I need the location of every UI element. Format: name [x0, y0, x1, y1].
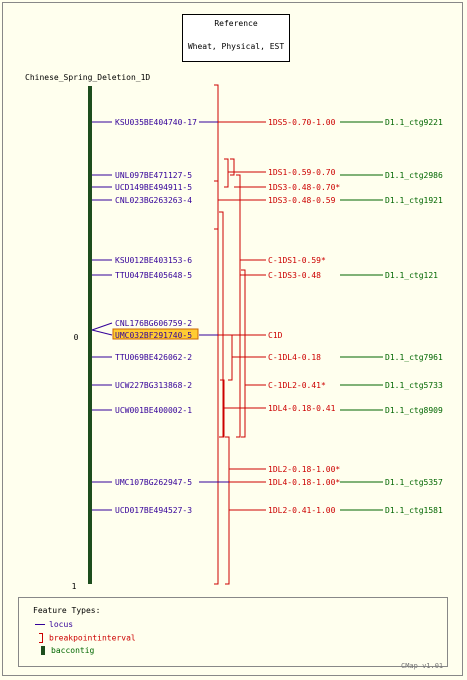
interval-label[interactable]: C-1DL2-0.41*	[268, 381, 326, 390]
axis-start-label: 0	[74, 333, 79, 342]
contig-label[interactable]: D1.1_ctg1921	[385, 196, 443, 205]
locus-label[interactable]: UMC032BF291740-5	[115, 331, 192, 340]
map-title[interactable]: Chinese_Spring_Deletion_1D	[25, 73, 151, 82]
locus-label[interactable]: TTU047BE405648-5	[115, 271, 192, 280]
breakpoint-bracket	[214, 180, 219, 585]
interval-label[interactable]: 1DL2-0.18-1.00*	[268, 465, 340, 474]
breakpoint-bracket	[241, 269, 246, 438]
chromosome-bar	[88, 86, 92, 584]
interval-label[interactable]: C-1DS1-0.59*	[268, 256, 326, 265]
locus-label[interactable]: UCW001BE400002-1	[115, 406, 192, 415]
breakpoint-bracket	[214, 84, 219, 230]
locus-label[interactable]: UCW227BG313868-2	[115, 381, 192, 390]
legend-item-breakpointinterval: breakpointinterval	[35, 633, 136, 643]
locus-label[interactable]: CNL023BG263263-4	[115, 196, 192, 205]
breakpoint-bracket	[219, 211, 224, 438]
contig-label[interactable]: D1.1_ctg121	[385, 271, 438, 280]
contig-label[interactable]: D1.1_ctg9221	[385, 118, 443, 127]
legend-item-locus: locus	[35, 620, 73, 629]
locus-highlight	[112, 328, 199, 340]
breakpoint-bracket	[236, 174, 241, 438]
legend-item-baccontig: baccontig	[35, 646, 94, 655]
version-label: CMap v1.01	[401, 662, 444, 670]
breakpoint-bracket	[228, 334, 233, 381]
interval-label[interactable]: 1DS1-0.59-0.70	[268, 168, 336, 177]
contig-label[interactable]: D1.1_ctg8909	[385, 406, 443, 415]
bracket-icon	[39, 633, 43, 643]
locus-line-icon	[35, 624, 45, 625]
locus-tick	[91, 322, 113, 331]
reference-box: Reference Wheat, Physical, EST	[182, 14, 290, 62]
locus-tick	[91, 329, 113, 336]
map-frame	[2, 2, 463, 676]
reference-species[interactable]: Wheat, Physical, EST	[187, 42, 285, 51]
contig-label[interactable]: D1.1_ctg1581	[385, 506, 443, 515]
breakpoint-bracket	[230, 158, 235, 176]
interval-label[interactable]: C1D	[268, 331, 283, 340]
breakpoint-bracket	[224, 158, 229, 188]
locus-label[interactable]: UCD149BE494911-5	[115, 183, 192, 192]
contig-label[interactable]: D1.1_ctg7961	[385, 353, 443, 362]
locus-label[interactable]: UCD017BE494527-3	[115, 506, 192, 515]
locus-label[interactable]: CNL176BG606759-2	[115, 319, 192, 328]
interval-label[interactable]: C-1DL4-0.18	[268, 353, 321, 362]
locus-label[interactable]: KSU012BE403153-6	[115, 256, 192, 265]
contig-bar-icon	[41, 646, 45, 655]
locus-label[interactable]: KSU035BE404740-17	[115, 118, 197, 127]
interval-label[interactable]: 1DL2-0.41-1.00	[268, 506, 336, 515]
interval-label[interactable]: 1DL4-0.18-0.41	[268, 404, 336, 413]
legend: Feature Types: locus breakpointinterval …	[18, 597, 448, 667]
contig-label[interactable]: D1.1_ctg2986	[385, 171, 443, 180]
reference-title: Reference	[214, 19, 258, 28]
locus-label[interactable]: UNL097BE471127-5	[115, 171, 192, 180]
comparative-map: 0 1 KSU035BE404740-17UNL097BE471127-5UCD14…	[72, 84, 443, 591]
interval-label[interactable]: C-1DS3-0.48	[268, 271, 321, 280]
interval-label[interactable]: 1DL4-0.18-1.00*	[268, 478, 340, 487]
axis-end-label: 1	[72, 582, 77, 591]
contig-label[interactable]: D1.1_ctg5357	[385, 478, 443, 487]
breakpoint-bracket	[225, 436, 230, 585]
locus-label[interactable]: UMC107BG262947-5	[115, 478, 192, 487]
locus-label[interactable]: TTU069BE426062-2	[115, 353, 192, 362]
interval-label[interactable]: 1DS3-0.48-0.70*	[268, 183, 340, 192]
contig-label[interactable]: D1.1_ctg5733	[385, 381, 443, 390]
legend-title: Feature Types:	[33, 606, 101, 615]
interval-label[interactable]: 1DS3-0.48-0.59	[268, 196, 336, 205]
interval-label[interactable]: 1DS5-0.70-1.00	[268, 118, 336, 127]
